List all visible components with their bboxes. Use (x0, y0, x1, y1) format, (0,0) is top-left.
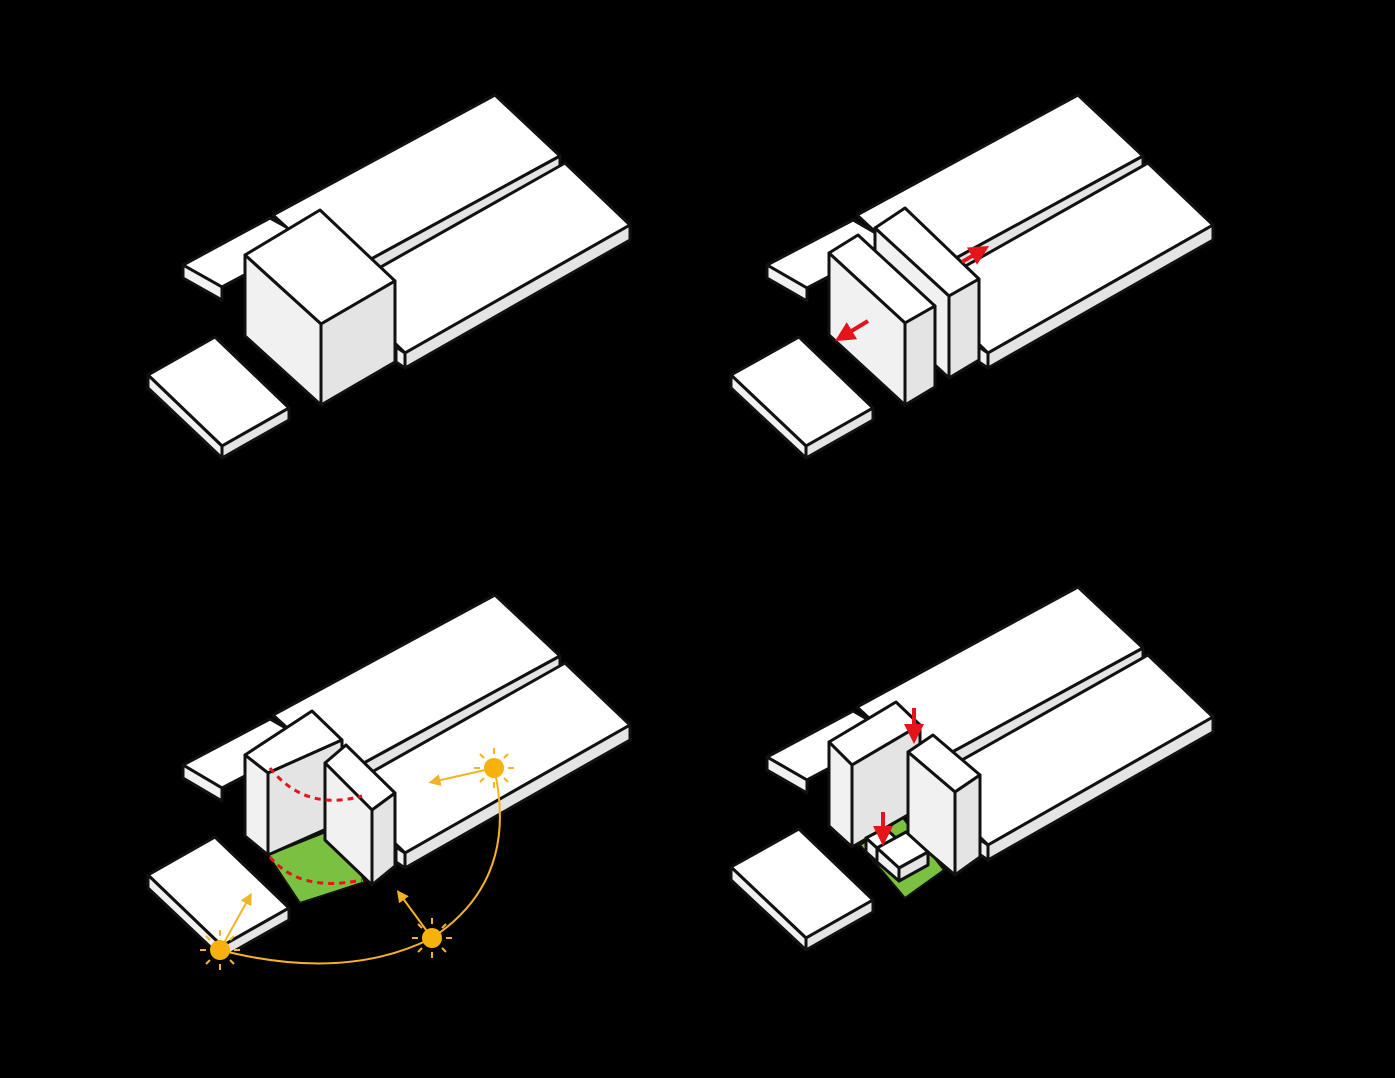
plinth-southwest (729, 827, 875, 952)
plinth-southwest (146, 835, 291, 960)
slab-front (921, 653, 1215, 862)
shadow-arc-lower (268, 856, 363, 885)
sun-arrow-icon (219, 892, 252, 951)
arrow-push-icon (834, 319, 870, 342)
sun-icon (200, 930, 240, 970)
panel-step-4 (729, 585, 1215, 952)
shadow-arc-upper (268, 767, 363, 802)
sun-icon (474, 748, 514, 788)
panel-step-3 (146, 593, 632, 970)
panel-step-1 (146, 93, 632, 460)
tower-right (323, 743, 397, 887)
panel-step-2 (729, 93, 1215, 460)
tower-block (243, 208, 397, 407)
plinth-southwest (146, 335, 291, 460)
sun-arrow-icon (428, 767, 495, 787)
sun-icon (412, 918, 452, 958)
tower-bar-front (827, 233, 937, 407)
arrow-push-icon (960, 245, 990, 265)
plinth-southwest (729, 335, 875, 460)
